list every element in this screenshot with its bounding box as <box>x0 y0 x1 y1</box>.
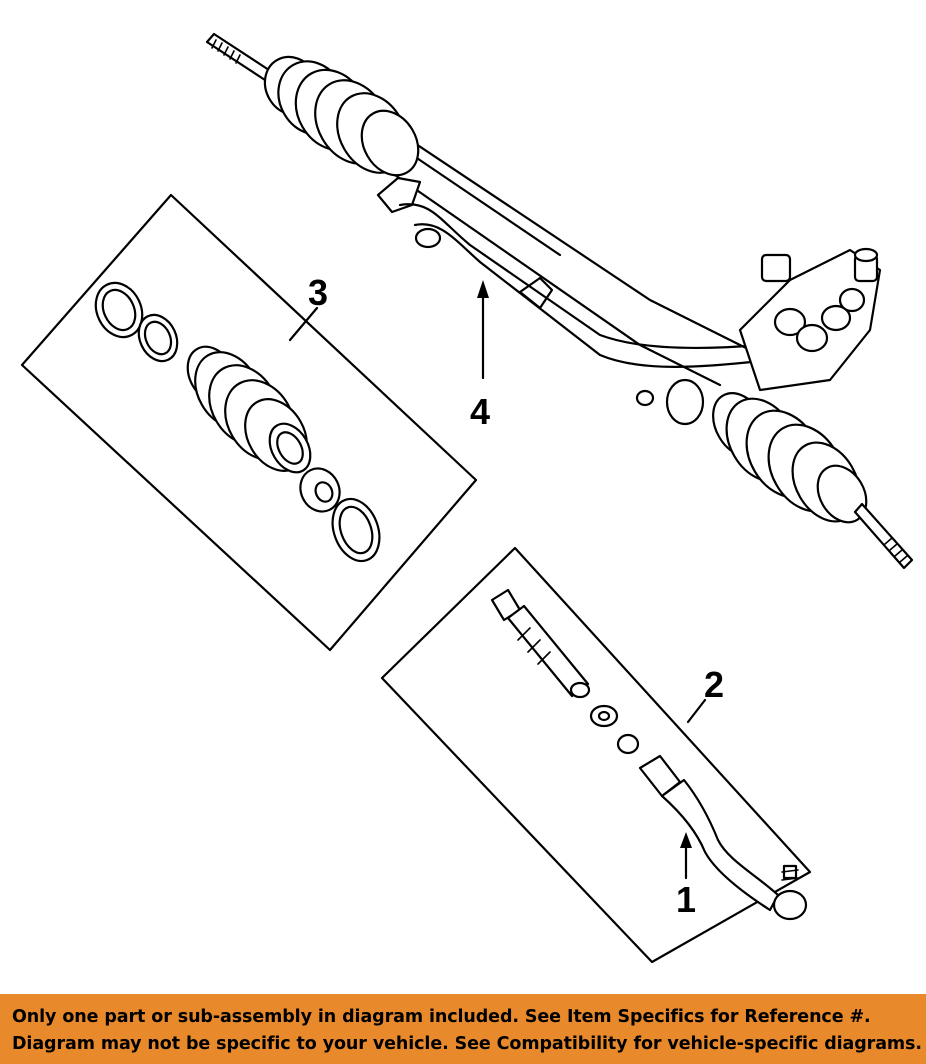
disclaimer-line-1: Only one part or sub-assembly in diagram… <box>12 1007 871 1027</box>
disclaimer-banner: Only one part or sub-assembly in diagram… <box>0 994 926 1064</box>
hydraulic-line-lower <box>413 223 837 368</box>
right-bellows-boot <box>712 392 868 524</box>
ball-joint-housing <box>772 889 808 921</box>
right-rack-end-thread <box>853 502 914 570</box>
steering-rack-parts-diagram: 4 3 <box>20 32 914 964</box>
outer-tie-rod-end <box>638 754 808 921</box>
line-fitting <box>414 227 442 249</box>
callout-2-leader <box>686 698 707 724</box>
disclaimer-line-2: Diagram may not be specific to your vehi… <box>12 1034 922 1054</box>
hydraulic-line-upper <box>398 203 837 350</box>
callout-4: 4 <box>470 280 490 432</box>
callout-3-leader <box>288 306 319 342</box>
left-mount-clamp <box>376 176 422 214</box>
inner-tie-rod <box>490 588 591 699</box>
valve-body <box>635 247 882 426</box>
tie-rod-box: 1 2 <box>380 546 812 964</box>
callout-2-number: 2 <box>704 664 724 705</box>
boot-kit-bellows <box>186 345 312 474</box>
boot-kit-box: 3 <box>20 193 478 652</box>
left-rack-end-thread <box>205 32 274 82</box>
left-bellows-boot <box>263 55 420 177</box>
callout-3-number: 3 <box>308 272 328 313</box>
steering-rack-assembly <box>205 32 914 570</box>
callout-1-number: 1 <box>676 879 696 920</box>
rack-housing-tube <box>378 118 762 387</box>
callout-4-number: 4 <box>470 391 490 432</box>
spacer-bushing <box>616 733 640 755</box>
